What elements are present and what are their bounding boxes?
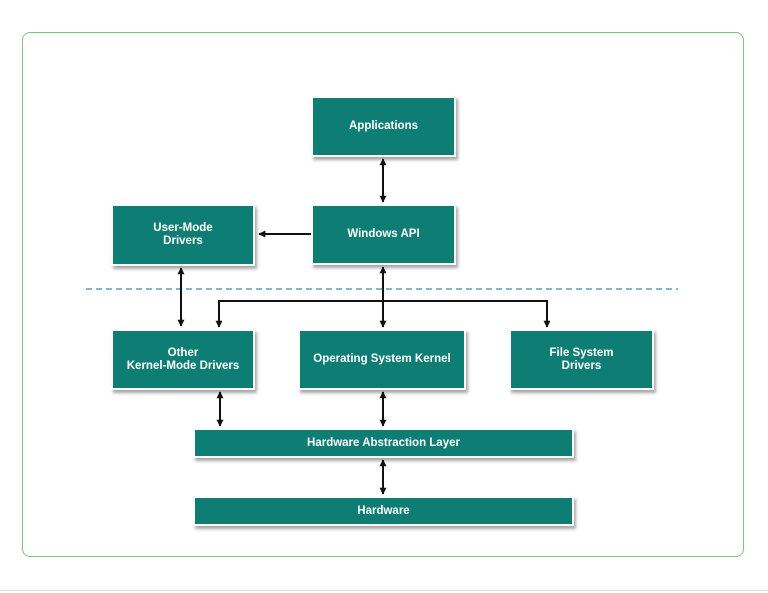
- node-windows-api-label: Windows API: [347, 228, 420, 240]
- node-hardware-abstraction-layer-label: Hardware Abstraction Layer: [307, 436, 460, 449]
- node-windows-api: Windows API: [311, 204, 456, 265]
- node-user-mode-drivers: User-Mode Drivers: [111, 204, 255, 266]
- node-other-kernel-mode-drivers: Other Kernel-Mode Drivers: [111, 329, 255, 390]
- node-hardware: Hardware: [193, 496, 574, 526]
- node-user-mode-drivers-label: User-Mode Drivers: [153, 222, 213, 247]
- node-file-system-drivers: File System Drivers: [509, 329, 654, 390]
- node-other-kernel-mode-drivers-label: Other Kernel-Mode Drivers: [126, 346, 240, 372]
- node-hardware-abstraction-layer: Hardware Abstraction Layer: [193, 428, 574, 458]
- node-applications: Applications: [311, 96, 456, 157]
- node-operating-system-kernel: Operating System Kernel: [298, 329, 466, 390]
- bottom-rule: [0, 590, 768, 591]
- node-operating-system-kernel-label: Operating System Kernel: [313, 353, 451, 365]
- arrow-windows-api-other-kernel-mode-drivers: [215, 300, 383, 328]
- node-file-system-drivers-label: File System Drivers: [549, 346, 614, 372]
- arrow-windows-api-file-system-drivers: [383, 300, 551, 328]
- node-hardware-label: Hardware: [357, 504, 410, 517]
- node-applications-label: Applications: [348, 120, 418, 132]
